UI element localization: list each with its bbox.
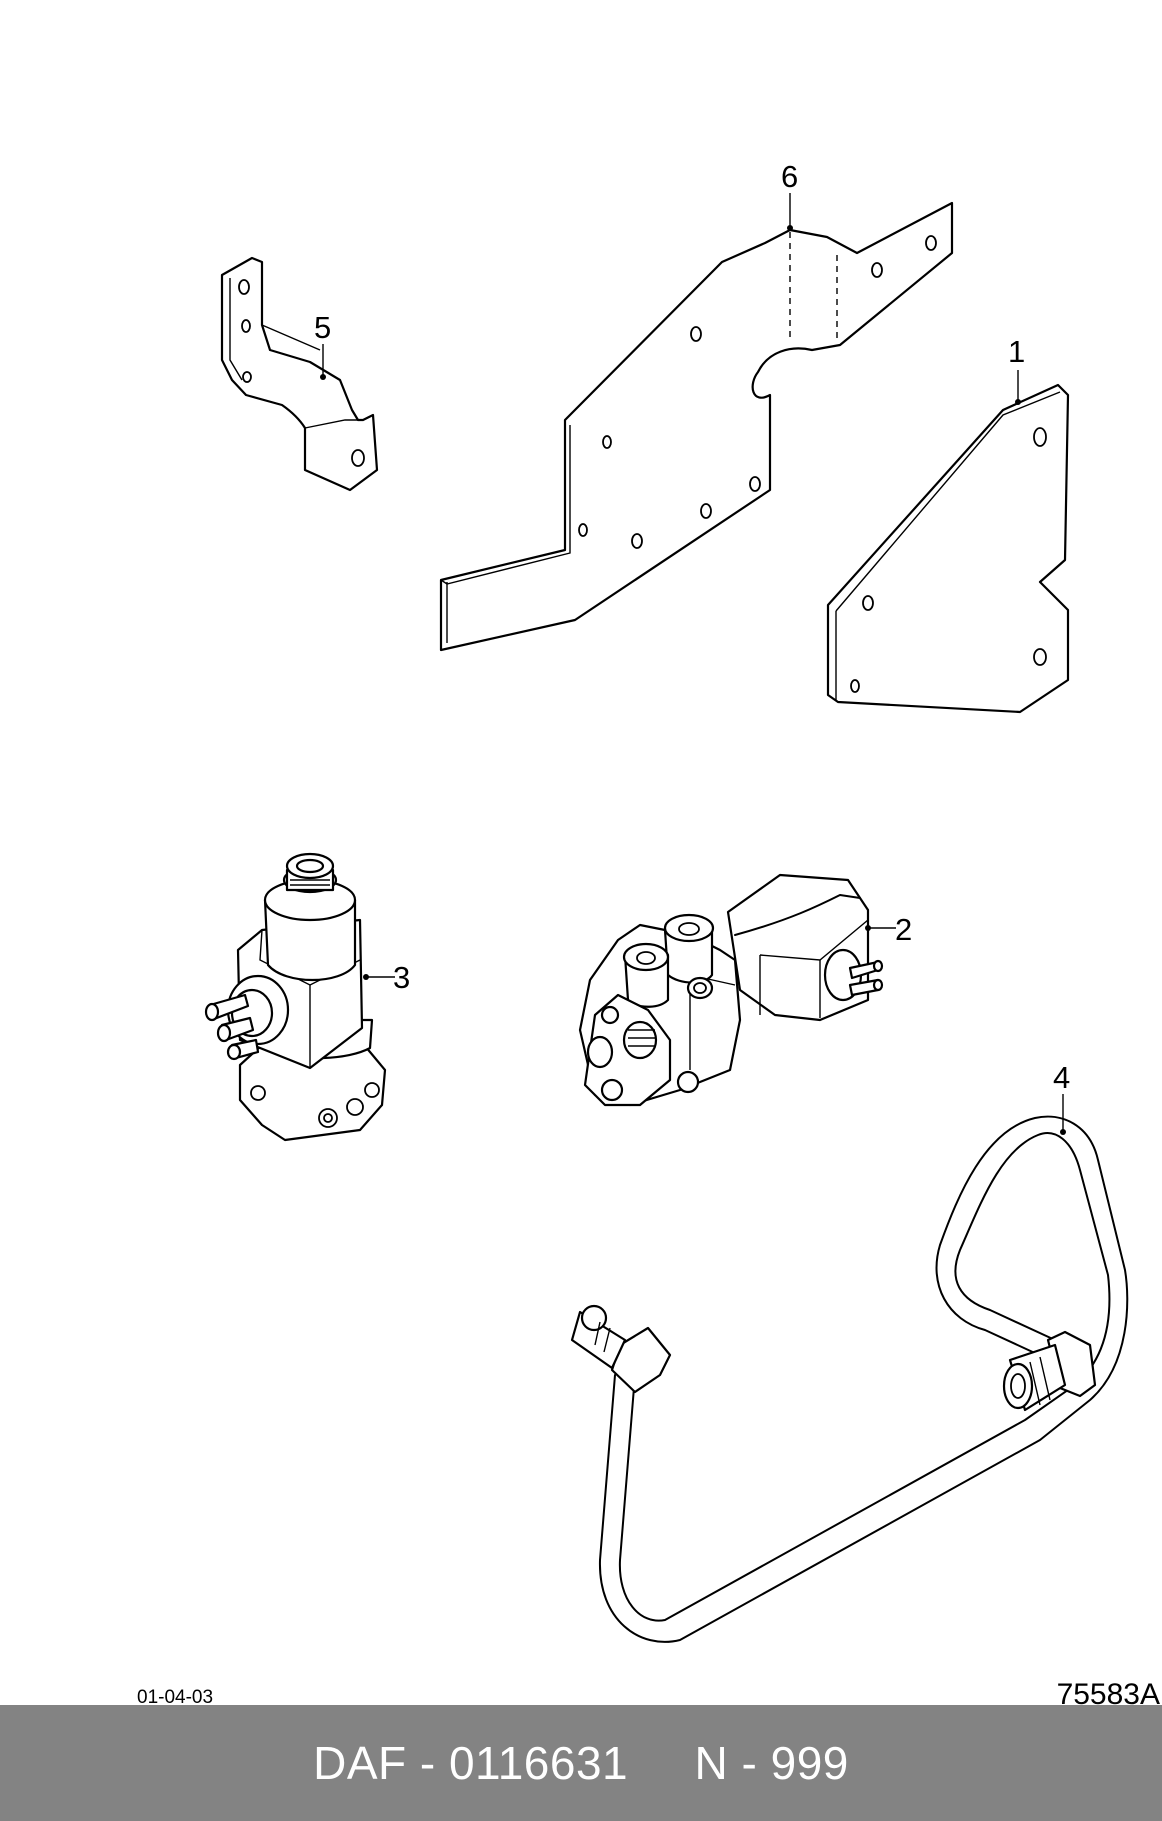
parts-diagram: 6 1 5 3 2 4 01-04-03 75583A (137, 159, 1160, 1705)
footer-part-number: DAF - 0116631 N - 999 (313, 1737, 849, 1789)
diagram-reference: 75583A (1057, 1678, 1160, 1705)
footer-bar: DAF - 0116631 N - 999 (0, 1705, 1162, 1821)
part-1-triangular-bracket (826, 383, 1070, 714)
callout-6: 6 (781, 159, 798, 194)
callout-4: 4 (1053, 1060, 1070, 1095)
part-3-solenoid-valve (204, 852, 387, 1142)
part-5-z-bracket (220, 256, 379, 492)
callout-1: 1 (1008, 334, 1025, 369)
callout-3: 3 (393, 960, 410, 995)
diagram-date: 01-04-03 (137, 1687, 213, 1705)
callout-5: 5 (314, 310, 331, 345)
leader-lines (320, 193, 1066, 1135)
part-2-solenoid-valve (578, 873, 884, 1107)
part-6-bracket-plate (439, 201, 954, 652)
part-4-formed-pipe (570, 1115, 1129, 1643)
callout-2: 2 (895, 912, 912, 947)
